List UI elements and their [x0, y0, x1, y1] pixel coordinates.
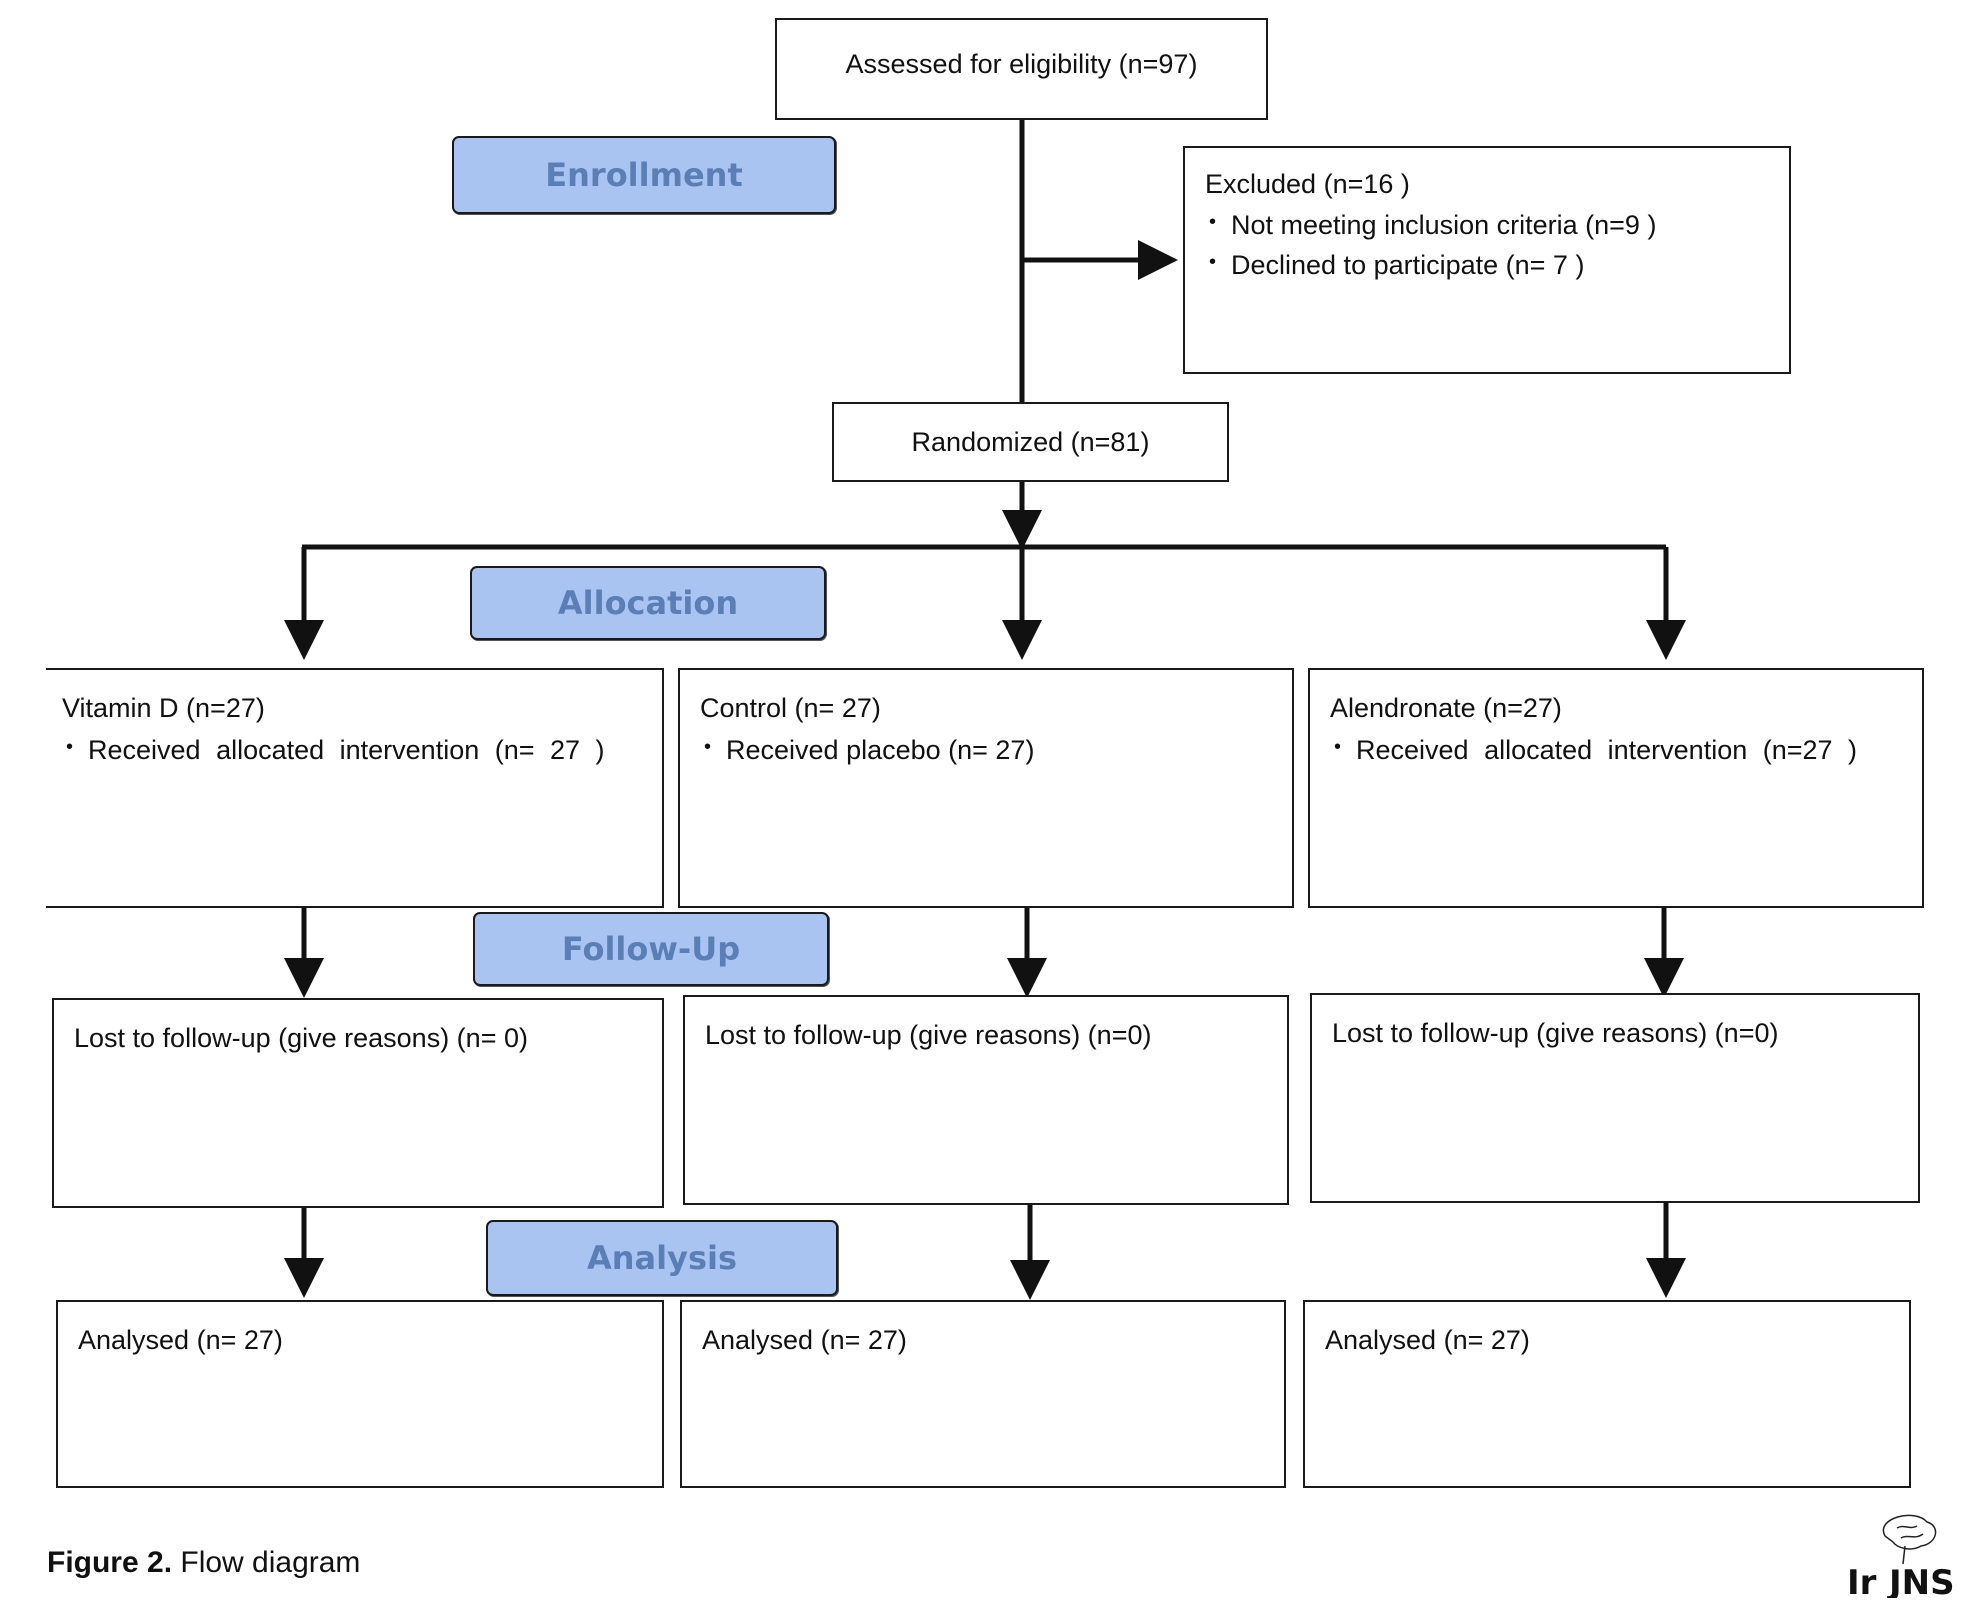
assessed-label: Assessed for eligibility (n=97): [845, 49, 1198, 79]
analysis-label: Analysed (n= 27): [1325, 1325, 1530, 1355]
analysis-label: Analysed (n= 27): [702, 1325, 907, 1355]
journal-logo-icon: Ir JNS: [1847, 1514, 1955, 1598]
stage-allocation: Allocation: [470, 566, 826, 640]
svg-text:Ir: Ir: [1847, 1563, 1877, 1598]
followup-label: Lost to follow-up (give reasons) (n=0): [1332, 1018, 1779, 1048]
excluded-box: Excluded (n=16 ) Not meeting inclusion c…: [1183, 146, 1791, 374]
followup-box-vitamin-d: Lost to follow-up (give reasons) (n= 0): [52, 998, 664, 1208]
followup-label: Lost to follow-up (give reasons) (n= 0): [74, 1023, 528, 1053]
arm-allocation-item: Received allocated intervention (n= 27 ): [62, 730, 642, 772]
arm-box-vitamin-d: Vitamin D (n=27) Received allocated inte…: [46, 668, 664, 908]
stage-followup: Follow-Up: [473, 912, 829, 986]
followup-label: Lost to follow-up (give reasons) (n=0): [705, 1020, 1152, 1050]
svg-text:JNS: JNS: [1887, 1563, 1955, 1598]
arm-name: Vitamin D (n=27): [62, 693, 265, 723]
arm-box-alendronate: Alendronate (n=27) Received allocated in…: [1308, 668, 1924, 908]
stage-enrollment: Enrollment: [452, 136, 836, 214]
arm-name: Control (n= 27): [700, 693, 881, 723]
analysis-box-vitamin-d: Analysed (n= 27): [56, 1300, 664, 1488]
excluded-reason: Declined to participate (n= 7 ): [1205, 245, 1769, 286]
analysis-box-alendronate: Analysed (n= 27): [1303, 1300, 1911, 1488]
figure-caption-label: Figure 2.: [47, 1546, 173, 1579]
stage-allocation-label: Allocation: [557, 584, 739, 622]
stage-enrollment-label: Enrollment: [545, 156, 743, 194]
randomized-box: Randomized (n=81): [832, 402, 1229, 482]
excluded-title: Excluded (n=16 ): [1205, 169, 1410, 199]
figure-caption-text: Flow diagram: [172, 1546, 361, 1579]
arm-allocation-item: Received placebo (n= 27): [700, 730, 1272, 772]
assessed-box: Assessed for eligibility (n=97): [775, 18, 1268, 120]
followup-box-control: Lost to follow-up (give reasons) (n=0): [683, 995, 1289, 1205]
analysis-box-control: Analysed (n= 27): [680, 1300, 1286, 1488]
randomized-label: Randomized (n=81): [911, 427, 1150, 457]
arm-name: Alendronate (n=27): [1330, 693, 1562, 723]
arm-allocation-item: Received allocated intervention (n=27 ): [1330, 730, 1902, 772]
analysis-label: Analysed (n= 27): [78, 1325, 283, 1355]
excluded-reason: Not meeting inclusion criteria (n=9 ): [1205, 205, 1769, 246]
stage-followup-label: Follow-Up: [561, 930, 741, 968]
followup-box-alendronate: Lost to follow-up (give reasons) (n=0): [1310, 993, 1920, 1203]
stage-analysis-label: Analysis: [586, 1239, 738, 1277]
arm-box-control: Control (n= 27) Received placebo (n= 27): [678, 668, 1294, 908]
figure-caption: Figure 2. Flow diagram: [47, 1546, 360, 1580]
stage-analysis: Analysis: [486, 1220, 838, 1296]
